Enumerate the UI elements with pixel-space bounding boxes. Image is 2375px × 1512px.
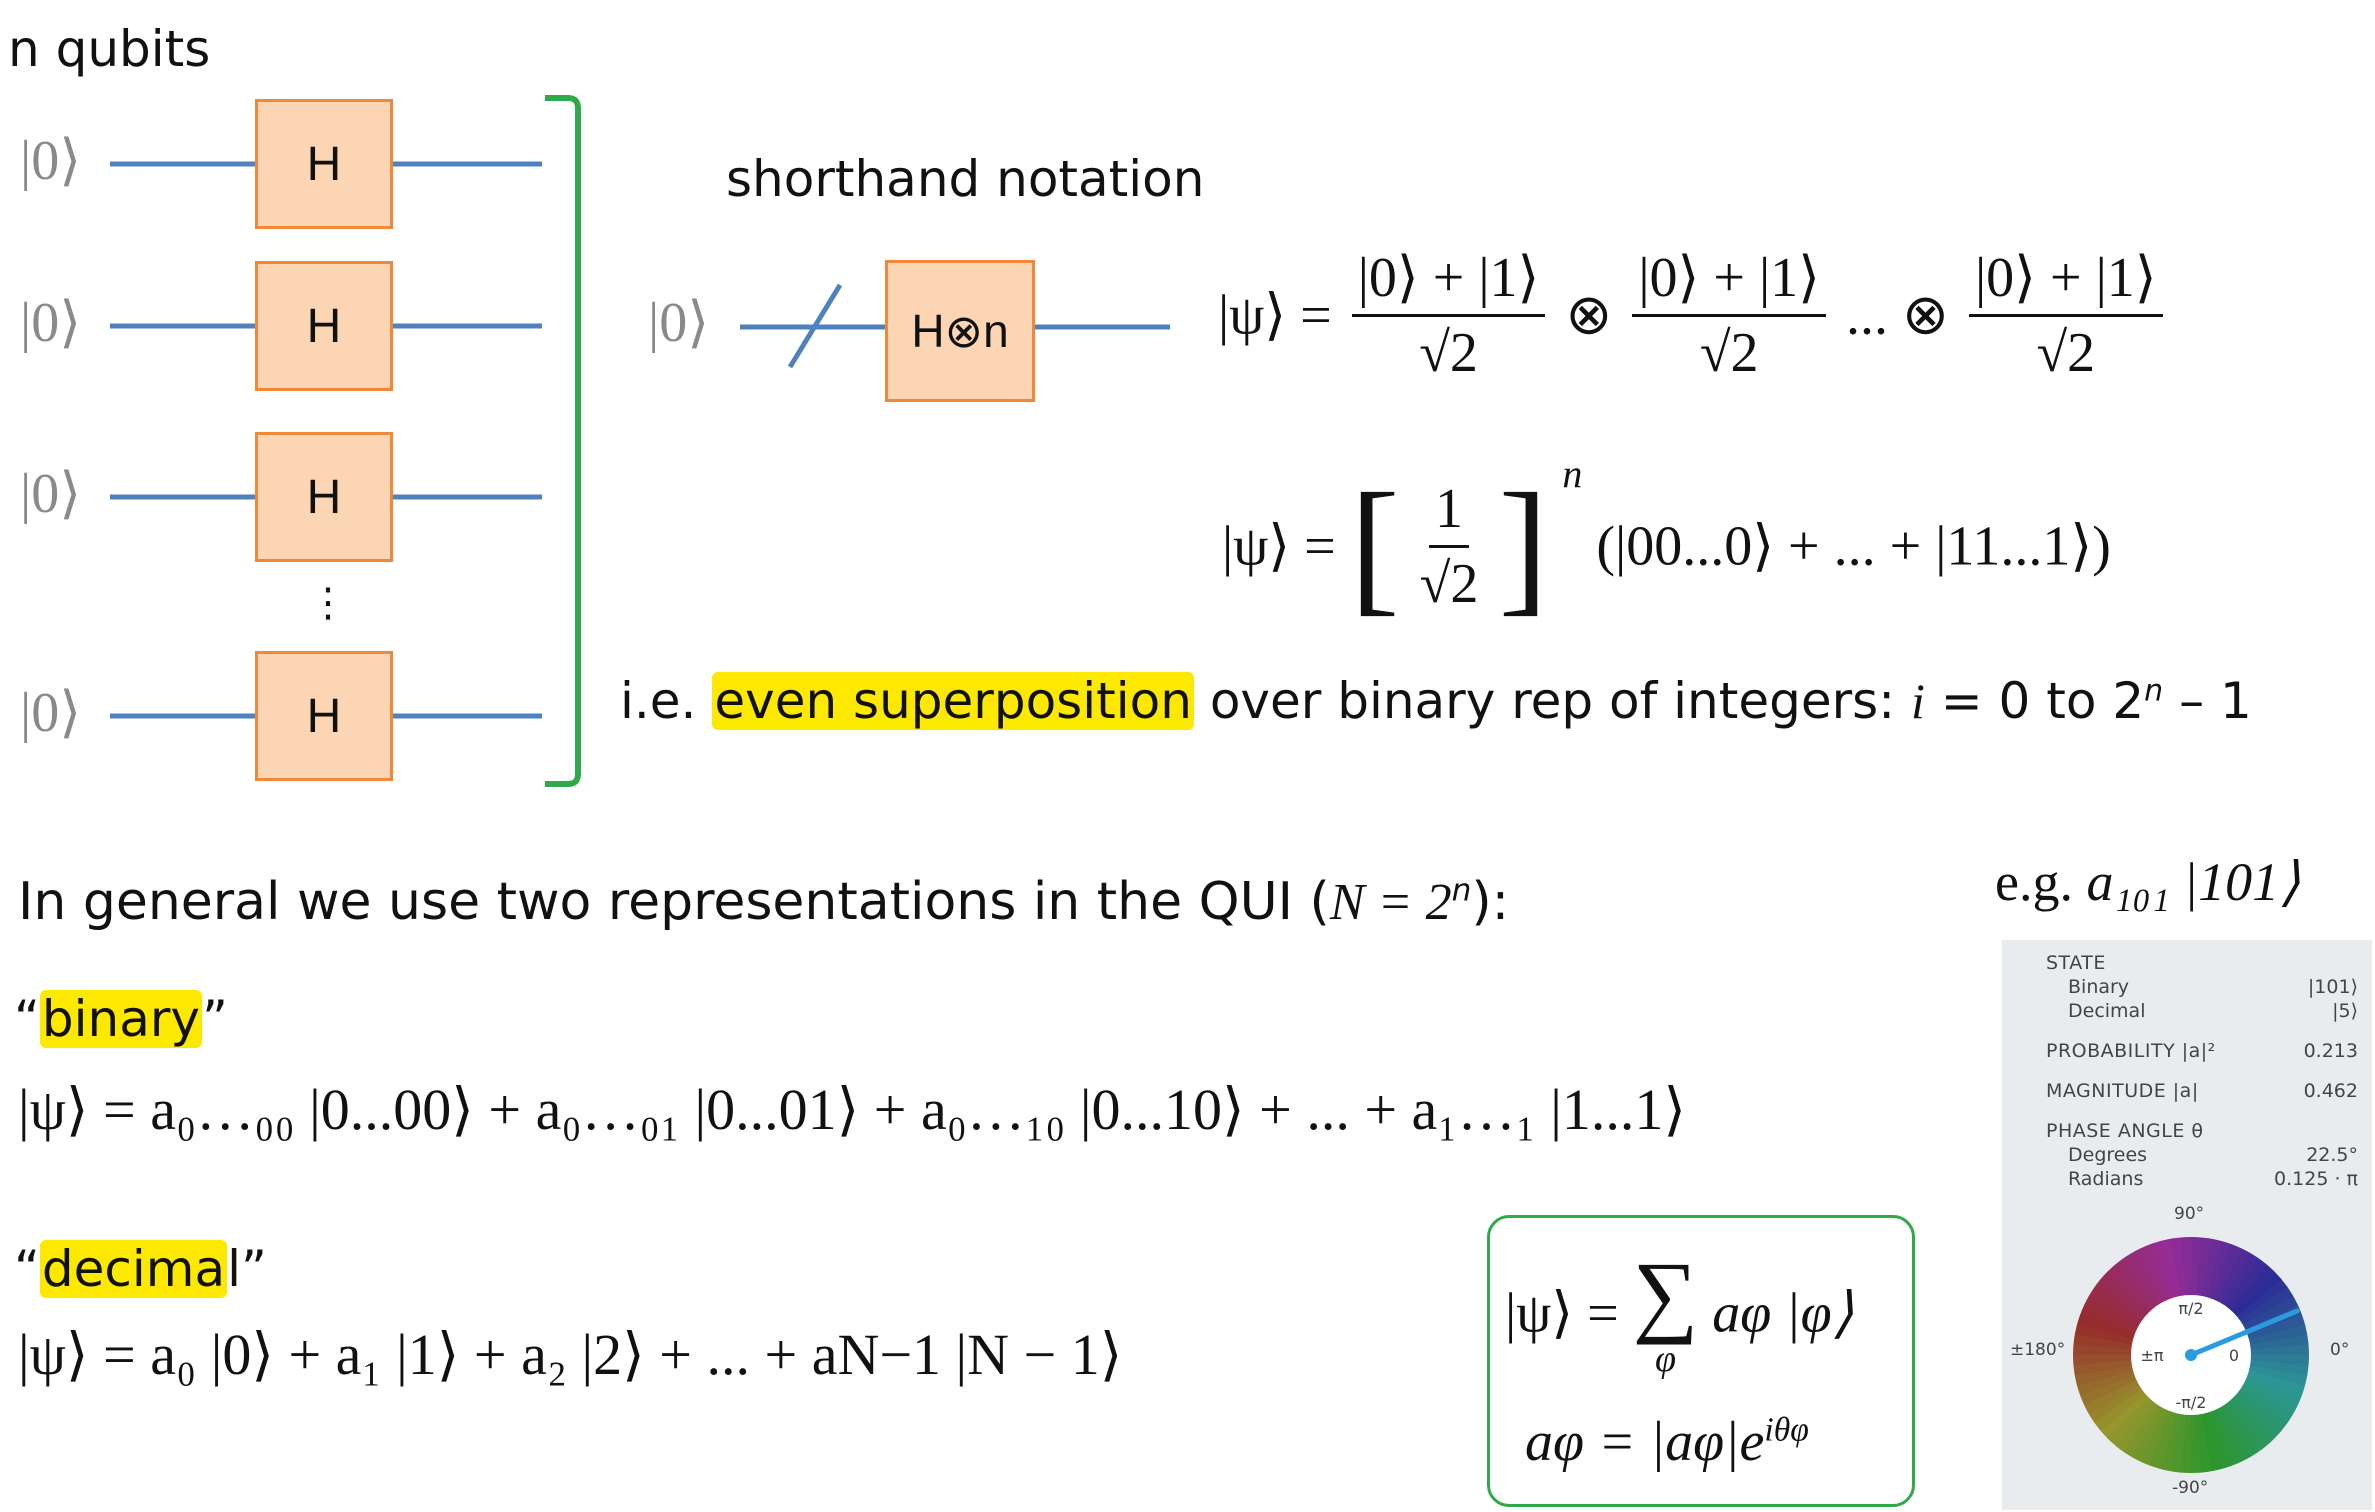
qubit-ket: |0⟩ [20, 463, 82, 525]
highlight-even-superposition: even superposition [712, 672, 1194, 730]
phase-pointer-hub [2185, 1349, 2197, 1361]
state-info-panel: STATE Binary |101⟩ Decimal |5⟩ PROBABILI… [2002, 940, 2372, 1510]
wheel-label-left: ±180° [2010, 1340, 2066, 1360]
inner-label-right: 0 [2229, 1346, 2239, 1365]
register-slash [787, 283, 843, 369]
register-bracket [545, 95, 581, 787]
radians-label: Radians [2068, 1168, 2144, 1190]
decimal-heading: “decimal” [14, 1240, 267, 1298]
degrees-label: Degrees [2068, 1144, 2148, 1166]
phase-pointer [2188, 1308, 2300, 1358]
sum-formula-box [1487, 1215, 1915, 1507]
shorthand-title: shorthand notation [726, 150, 1205, 208]
shorthand-ket: |0⟩ [648, 292, 710, 354]
fraction: |0⟩ + |1⟩ √2 [1632, 245, 1827, 385]
sum-equation: |ψ⟩ = ∑ φ aφ |φ⟩ [1505, 1243, 1854, 1380]
wheel-label-bottom: -90° [2172, 1478, 2209, 1498]
hadamard-gate: H [255, 651, 393, 781]
wheel-label-right: 0° [2330, 1340, 2350, 1360]
tensor-product-equation: |ψ⟩ = |0⟩ + |1⟩ √2 ⊗ |0⟩ + |1⟩ √2 ... ⊗ … [1218, 245, 2169, 385]
qubit-ket: |0⟩ [20, 682, 82, 744]
decimal-label: Decimal [2068, 1000, 2146, 1022]
degrees-value: 22.5° [2306, 1144, 2358, 1166]
probability-label: PROBABILITY |a|² [2046, 1040, 2216, 1062]
inner-label-left: ±π [2140, 1346, 2163, 1365]
inner-label-top: π/2 [2178, 1299, 2203, 1318]
highlight-decimal: decima [39, 1240, 228, 1298]
example-label: e.g. a₁₀₁ |101⟩ [1995, 852, 2301, 912]
amplitude-equation: aφ = |aφ|eiθφ [1525, 1411, 1809, 1473]
state-header: STATE [2046, 952, 2106, 974]
bracket-exponent: n [1562, 451, 1583, 496]
bracket-open: [ [1349, 463, 1400, 629]
qubit-ket: |0⟩ [20, 130, 82, 192]
fraction: |0⟩ + |1⟩ √2 [1968, 245, 2163, 385]
hadamard-tensor-gate: H⊗n [885, 260, 1035, 402]
decimal-value: |5⟩ [2332, 1000, 2358, 1022]
binary-value: |101⟩ [2307, 976, 2358, 998]
decimal-equation: |ψ⟩ = a₀ |0⟩ + a₁ |1⟩ + a₂ |2⟩ + ... + a… [18, 1322, 1123, 1387]
magnitude-value: 0.462 [2303, 1080, 2358, 1102]
binary-heading: “binary” [14, 990, 228, 1048]
sum-index: φ [1654, 1338, 1677, 1380]
probability-value: 0.213 [2303, 1040, 2358, 1062]
vertical-ellipsis: ⋮ [308, 580, 348, 626]
highlight-binary: binary [39, 990, 203, 1048]
phase-label: PHASE ANGLE θ [2046, 1120, 2204, 1142]
binary-equation: |ψ⟩ = a₀…₀₀ |0...00⟩ + a₀…₀₁ |0...01⟩ + … [18, 1077, 1686, 1142]
circuit-title: n qubits [8, 20, 211, 78]
radians-value: 0.125 · π [2274, 1168, 2358, 1190]
bracket-power-equation: |ψ⟩ = [ 1 √2 ] n (|00...0⟩ + ... + |11..… [1222, 451, 2111, 629]
inner-label-bottom: -π/2 [2176, 1393, 2207, 1412]
general-heading: In general we use two representations in… [18, 872, 1510, 932]
psi-lhs: |ψ⟩ = [1218, 284, 1332, 347]
qubit-ket: |0⟩ [20, 292, 82, 354]
sum-symbol: ∑ [1632, 1243, 1699, 1345]
hadamard-gate: H [255, 99, 393, 229]
hadamard-tensor-label: H⊗n [911, 305, 1009, 357]
hadamard-gate: H [255, 261, 393, 391]
superposition-line: i.e. even superposition over binary rep … [620, 672, 2252, 730]
magnitude-label: MAGNITUDE |a| [2046, 1080, 2199, 1102]
phase-wheel: π/2 -π/2 ±π 0 [2073, 1237, 2309, 1473]
fraction: 1 √2 [1419, 477, 1479, 615]
binary-label: Binary [2068, 976, 2130, 998]
bracket-close: ] [1498, 463, 1549, 629]
fraction: |0⟩ + |1⟩ √2 [1351, 245, 1546, 385]
hadamard-gate: H [255, 432, 393, 562]
wheel-label-top: 90° [2174, 1204, 2205, 1224]
